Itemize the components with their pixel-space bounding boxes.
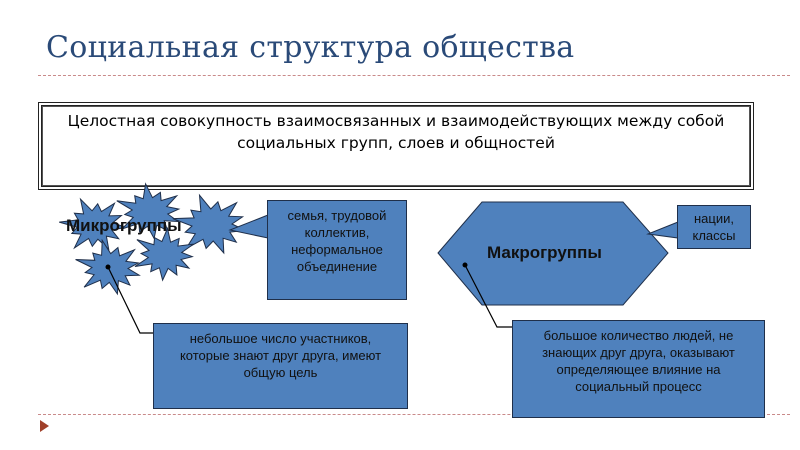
- star-burst-shape: [172, 193, 248, 255]
- connector-dot: [462, 262, 468, 268]
- microgroup-examples-box: семья, трудовой коллектив, неформальное …: [267, 200, 407, 300]
- microgroup-stars: [59, 182, 248, 296]
- text-line: определяющее влияние на: [556, 362, 721, 377]
- text-line: коллектив,: [304, 225, 370, 240]
- connector-dot: [105, 264, 111, 270]
- text-line: большое количество людей, не: [543, 328, 734, 343]
- text-line: нации,: [694, 211, 734, 226]
- text-line: небольшое число участников,: [189, 331, 372, 346]
- star-burst-shape: [134, 226, 194, 282]
- text-line: которые знают друг друга, имеют: [179, 348, 382, 363]
- hexagon-macrogroups: [437, 201, 669, 306]
- definition-line: Целостная совокупность взаимосвязанных и…: [67, 112, 725, 130]
- title-divider: [38, 75, 790, 76]
- text-line: объединение: [296, 259, 378, 274]
- connector-line: [107, 266, 153, 334]
- text-line: социальный процесс: [575, 379, 702, 394]
- macrogroup-examples-box: нации, классы: [677, 205, 751, 249]
- macrogroups-label: Макрогруппы: [487, 243, 602, 262]
- text-line: знающих друг друга, оказывают: [542, 345, 735, 360]
- text-line: семья, трудовой: [287, 208, 387, 223]
- definition-line: социальных групп, слоев и общностей: [237, 134, 555, 152]
- slide-title: Социальная структура общества: [46, 30, 575, 65]
- footer-divider: [38, 414, 790, 415]
- text-line: общую цель: [243, 365, 318, 380]
- connector-line: [464, 264, 512, 328]
- macrogroup-description-box: большое количество людей, не знающих дру…: [512, 320, 765, 418]
- text-line: неформальное: [291, 242, 383, 257]
- text-line: классы: [692, 228, 736, 243]
- microgroups-label: Микрогруппы: [66, 216, 182, 235]
- nav-arrow-icon[interactable]: [40, 420, 49, 432]
- microgroup-description-box: небольшое число участников, которые знаю…: [153, 323, 408, 409]
- star-burst-shape: [59, 197, 128, 251]
- definition-box: Целостная совокупность взаимосвязанных и…: [38, 102, 754, 190]
